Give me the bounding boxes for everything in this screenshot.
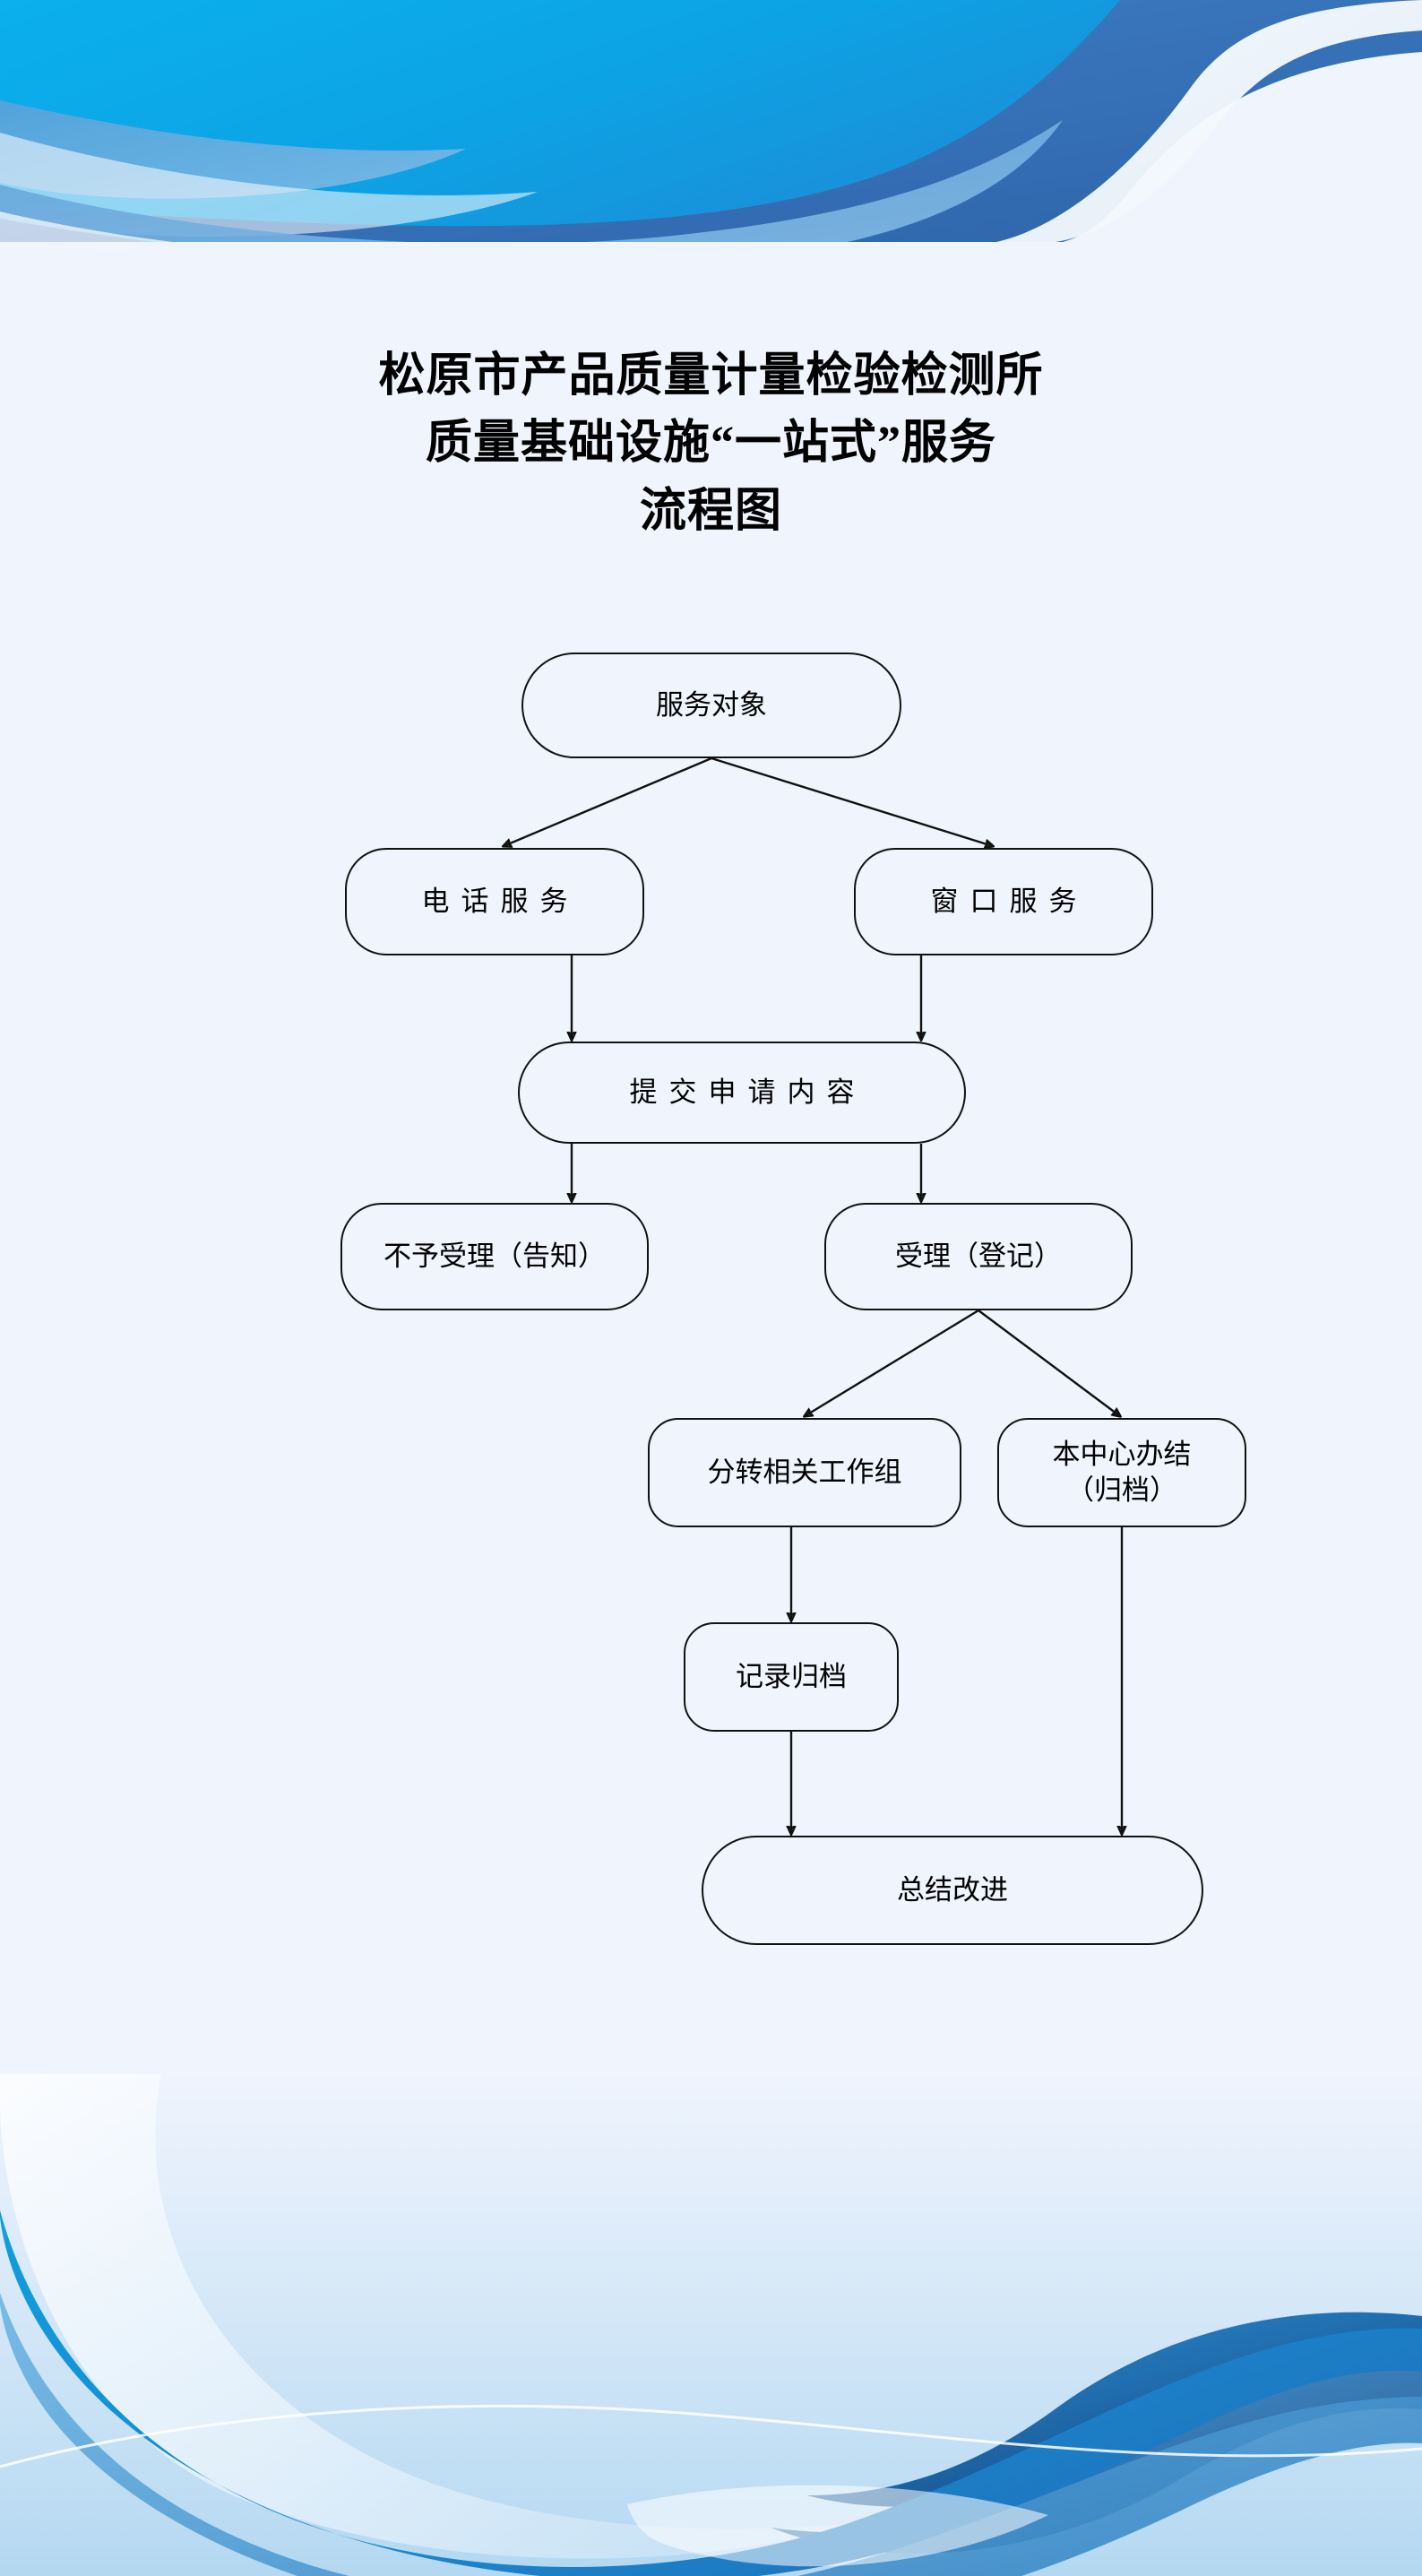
flow-node-label: 窗口服务 [930,886,1089,918]
flow-node-label: 服务对象 [656,689,767,722]
edge-n6-n7 [805,1309,979,1416]
flow-node-window-service[interactable]: 窗口服务 [854,848,1153,955]
flow-node-center-complete-archive[interactable]: 本中心办结 （归档） [997,1418,1246,1527]
flow-node-label: 总结改进 [897,1874,1008,1906]
flow-node-rejected-notify[interactable]: 不予受理（告知） [340,1203,649,1310]
flow-node-submit-application[interactable]: 提交申请内容 [518,1042,966,1144]
flow-node-label: 分转相关工作组 [707,1457,902,1489]
flow-node-label: 不予受理（告知） [384,1240,606,1273]
edge-n6-n8 [978,1310,1120,1416]
flow-node-record-archive[interactable]: 记录归档 [684,1622,899,1732]
flow-node-transfer-workgroup[interactable]: 分转相关工作组 [648,1418,961,1527]
title-line-3: 流程图 [639,485,782,537]
flow-node-phone-service[interactable]: 电话服务 [345,848,644,955]
flow-node-accepted-register[interactable]: 受理（登记） [824,1203,1133,1310]
poster-title: 松原市产品质量计量检验检测所 质量基础设施“一站式”服务 流程图 [0,342,1422,545]
flow-node-label: 提交申请内容 [629,1076,866,1109]
edge-n1-n2 [504,756,712,846]
flow-node-label: 本中心办结 （归档） [1052,1439,1192,1506]
flow-node-label: 受理（登记） [895,1240,1062,1273]
flow-node-summary-improve[interactable]: 总结改进 [702,1836,1203,1945]
flow-node-label: 电话服务 [421,886,580,918]
flow-node-label: 记录归档 [736,1661,847,1693]
flow-node-service-target[interactable]: 服务对象 [521,653,901,758]
edge-n1-n3 [711,756,993,846]
title-line-1: 松原市产品质量计量检验检测所 [378,350,1044,402]
title-line-2: 质量基础设施“一站式”服务 [425,418,996,470]
